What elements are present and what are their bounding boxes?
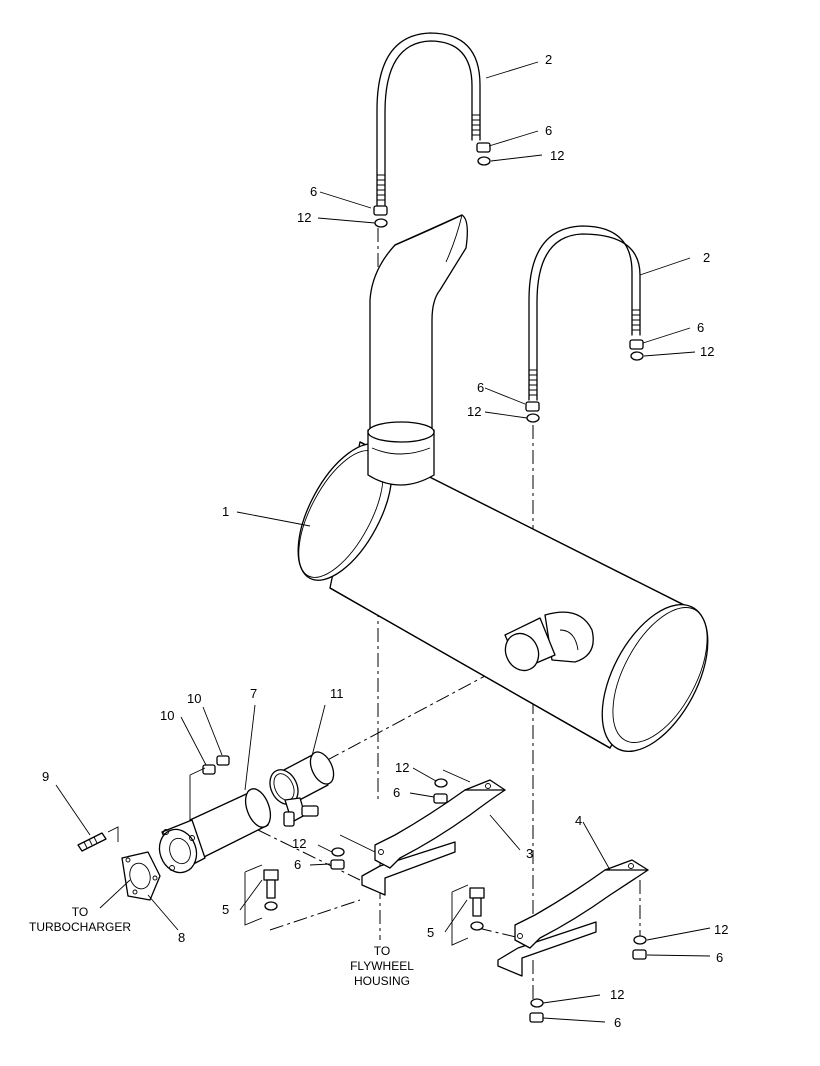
callout-numbers: 2 6 12 6 12 2 6 12 6 12 1 10 7 11 10 9 1… (42, 52, 728, 1030)
clamp (269, 751, 335, 827)
muffler-body (297, 441, 709, 752)
bolt-right (451, 884, 485, 946)
u-bolt-lower (528, 225, 641, 401)
callout-8-gasket: 8 (178, 930, 185, 945)
bracket-lower (497, 859, 649, 977)
note-to-turbocharger-line2: TURBOCHARGER (29, 920, 131, 934)
bracket-upper (339, 769, 506, 896)
callout-5-bolt-left: 5 (222, 902, 229, 917)
callout-12-upper-left: 12 (297, 210, 311, 225)
callout-10-b: 10 (160, 708, 174, 723)
exhaust-stack (367, 214, 468, 486)
callout-12-lower-right: 12 (700, 344, 714, 359)
callout-6-lower-left: 6 (477, 380, 484, 395)
callout-12-lower-left: 12 (467, 404, 481, 419)
callout-3-bracket: 3 (526, 846, 533, 861)
callout-6-bracket-upper: 6 (393, 785, 400, 800)
callout-6-upper-right: 6 (545, 123, 552, 138)
note-to-flywheel-line3: HOUSING (354, 974, 410, 988)
callout-6-bottom: 6 (614, 1015, 621, 1030)
callout-6-lower-right: 6 (697, 320, 704, 335)
note-to-turbocharger-line1: TO (72, 905, 88, 919)
callout-5-bolt-right: 5 (427, 925, 434, 940)
stud (77, 826, 119, 852)
callout-12-bracket-lower-right: 12 (714, 922, 728, 937)
callout-11-clamp: 11 (330, 686, 344, 701)
u-bolt-upper (376, 32, 481, 206)
callout-7-pipe: 7 (250, 686, 257, 701)
notes: TO TURBOCHARGER TO FLYWHEEL HOUSING (29, 905, 414, 988)
callout-2-lower: 2 (703, 250, 710, 265)
callout-12-upper-right: 12 (550, 148, 564, 163)
callout-6-bracket-lower-right: 6 (716, 950, 723, 965)
callout-12-bracket-upper: 12 (395, 760, 409, 775)
callout-6-bracket-left: 6 (294, 857, 301, 872)
flex-pipe (158, 767, 272, 874)
gasket (121, 851, 161, 901)
note-to-flywheel-line1: TO (374, 944, 390, 958)
callout-12-bottom: 12 (610, 987, 624, 1002)
leader-lines (55, 61, 711, 1023)
callout-9-stud: 9 (42, 769, 49, 784)
callout-10-a: 10 (187, 691, 201, 706)
callout-1-muffler: 1 (222, 504, 229, 519)
callout-6-upper-left: 6 (310, 184, 317, 199)
callout-2-upper: 2 (545, 52, 552, 67)
note-to-flywheel-line2: FLYWHEEL (350, 959, 414, 973)
inlet-elbow (504, 611, 594, 672)
callout-4-bracket: 4 (575, 813, 582, 828)
callout-12-bracket-left: 12 (292, 836, 306, 851)
bolt-left (244, 864, 279, 926)
